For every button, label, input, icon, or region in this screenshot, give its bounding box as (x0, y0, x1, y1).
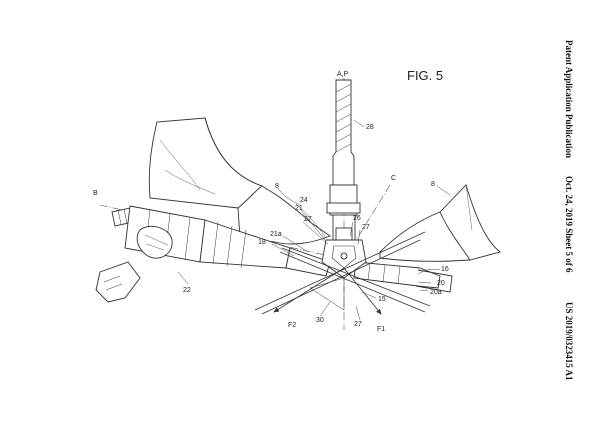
ref-b: B (93, 190, 98, 197)
ref-21: 21 (295, 205, 303, 212)
publication-date-sheet: Oct. 24, 2019 Sheet 5 of 6 (564, 176, 574, 273)
publication-title: Patent Application Publication (564, 40, 574, 158)
ref-28: 28 (366, 124, 374, 131)
ref-f2: F2 (288, 322, 296, 329)
ref-27-upper-right: 27 (362, 224, 370, 231)
ref-8-left: 8 (275, 183, 279, 190)
ref-16: 16 (441, 266, 449, 273)
ref-8-right: 8 (431, 181, 435, 188)
ref-27-upper-left: 27 (304, 216, 312, 223)
ref-24: 24 (300, 197, 308, 204)
ref-20a: 20a (430, 289, 442, 296)
ref-27-lower: 27 (354, 321, 362, 328)
injector-right (354, 262, 452, 292)
ref-18: 18 (258, 239, 266, 246)
ref-15: 15 (378, 296, 386, 303)
ref-c: C (391, 175, 396, 182)
ref-21a: 21a (270, 231, 282, 238)
ref-f1: F1 (377, 326, 385, 333)
ref-ap: A,P (337, 71, 349, 78)
patent-header: Patent Application Publication Oct. 24, … (564, 40, 578, 390)
publication-number: US 2019/0323415 A1 (564, 302, 574, 381)
injector-22 (96, 206, 330, 302)
ref-30: 30 (316, 317, 324, 324)
ref-22: 22 (183, 287, 191, 294)
ref-20: 20 (437, 280, 445, 287)
ref-26: 26 (353, 215, 361, 222)
figure-label: FIG. 5 (407, 68, 443, 83)
